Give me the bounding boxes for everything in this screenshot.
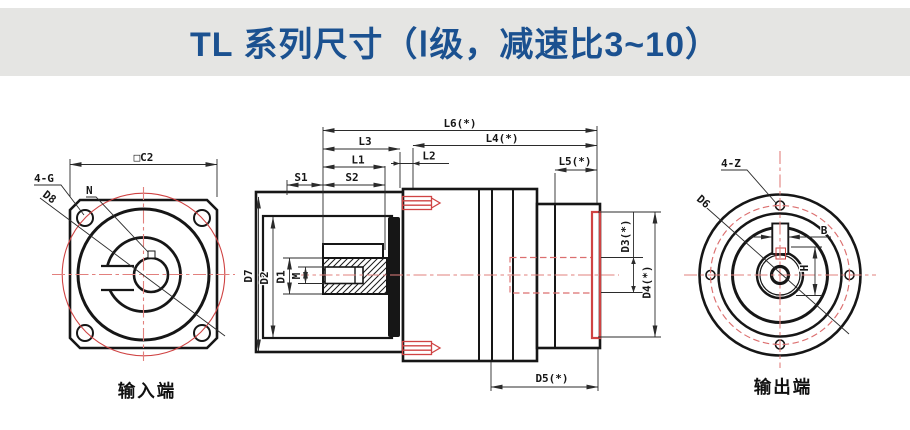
label-4z: 4-Z	[721, 157, 741, 170]
mounting-screw-top	[401, 195, 442, 211]
dim-label-l1: L1	[351, 154, 365, 167]
dim-label-l2: L2	[422, 150, 435, 163]
c2-dimension: □C2	[69, 150, 218, 197]
clamp-slot-fill	[101, 266, 134, 290]
clamp-slot	[101, 264, 134, 292]
dim-label-d4: D4(*)	[641, 265, 654, 298]
side-view: L6(*) L4(*) L3 L1 L2 L5(*) S1 S2 D7 D2 D…	[241, 116, 661, 391]
label-n: N	[86, 184, 93, 197]
b-dimension: B	[750, 223, 831, 240]
callout-n: N	[85, 183, 156, 259]
input-end-view: □C2 4-G N D8 输入端	[33, 150, 235, 402]
h-dimension: H	[791, 246, 822, 296]
dim-label-b: B	[821, 224, 828, 237]
output-pilot-highlight	[590, 210, 602, 340]
bolt-hole	[76, 324, 94, 342]
dim-label-l6: L6(*)	[443, 117, 476, 130]
dim-label-l5: L5(*)	[558, 155, 591, 168]
dim-label-d8: D8	[40, 188, 58, 206]
dim-label-d5: D5(*)	[535, 372, 568, 385]
bolt-hole	[193, 324, 211, 342]
d3-dimension: D3(*)	[618, 212, 636, 293]
page-title: TL 系列尺寸（Ⅰ级，减速比3~10）	[190, 25, 720, 64]
dim-label-d3: D3(*)	[619, 219, 632, 252]
callout-4g: 4-G	[33, 171, 85, 216]
key-section	[775, 247, 786, 260]
output-caption: 输出端	[754, 377, 813, 398]
title-banner: TL 系列尺寸（Ⅰ级，减速比3~10）	[0, 8, 910, 76]
hidden-output-bore	[509, 256, 593, 294]
centerlines	[52, 187, 235, 361]
dim-label-c2: □C2	[134, 151, 154, 164]
coupling-keyway	[322, 243, 384, 259]
dim-label-d6: D6	[694, 192, 713, 211]
dim-label-l3: L3	[358, 135, 371, 148]
dim-label-d2: D2	[258, 271, 271, 284]
bolt-circle-diameter-line	[698, 200, 850, 335]
dim-label-s2: S2	[345, 171, 358, 184]
centerlines	[684, 151, 876, 368]
label-4g: 4-G	[34, 172, 54, 185]
l2-dimension: L2	[391, 148, 449, 166]
dim-label-d7: D7	[242, 269, 255, 282]
output-flange-block	[535, 202, 602, 350]
banner-background	[0, 8, 910, 76]
dim-label-s1: S1	[294, 171, 308, 184]
keyway-marker	[147, 250, 156, 259]
bolt-circle-diameter-line	[39, 197, 226, 337]
bell-opening	[388, 217, 400, 337]
callout-4z: 4-Z	[720, 156, 777, 204]
input-caption: 输入端	[118, 381, 177, 402]
dim-label-m: M	[290, 272, 303, 279]
dim-label-d1: D1	[275, 270, 288, 284]
dim-label-h: H	[798, 265, 811, 272]
dim-label-l4: L4(*)	[485, 132, 518, 145]
output-end-view: D6 4-Z B H 输出端	[684, 151, 876, 398]
mounting-screw-bottom	[401, 340, 442, 356]
